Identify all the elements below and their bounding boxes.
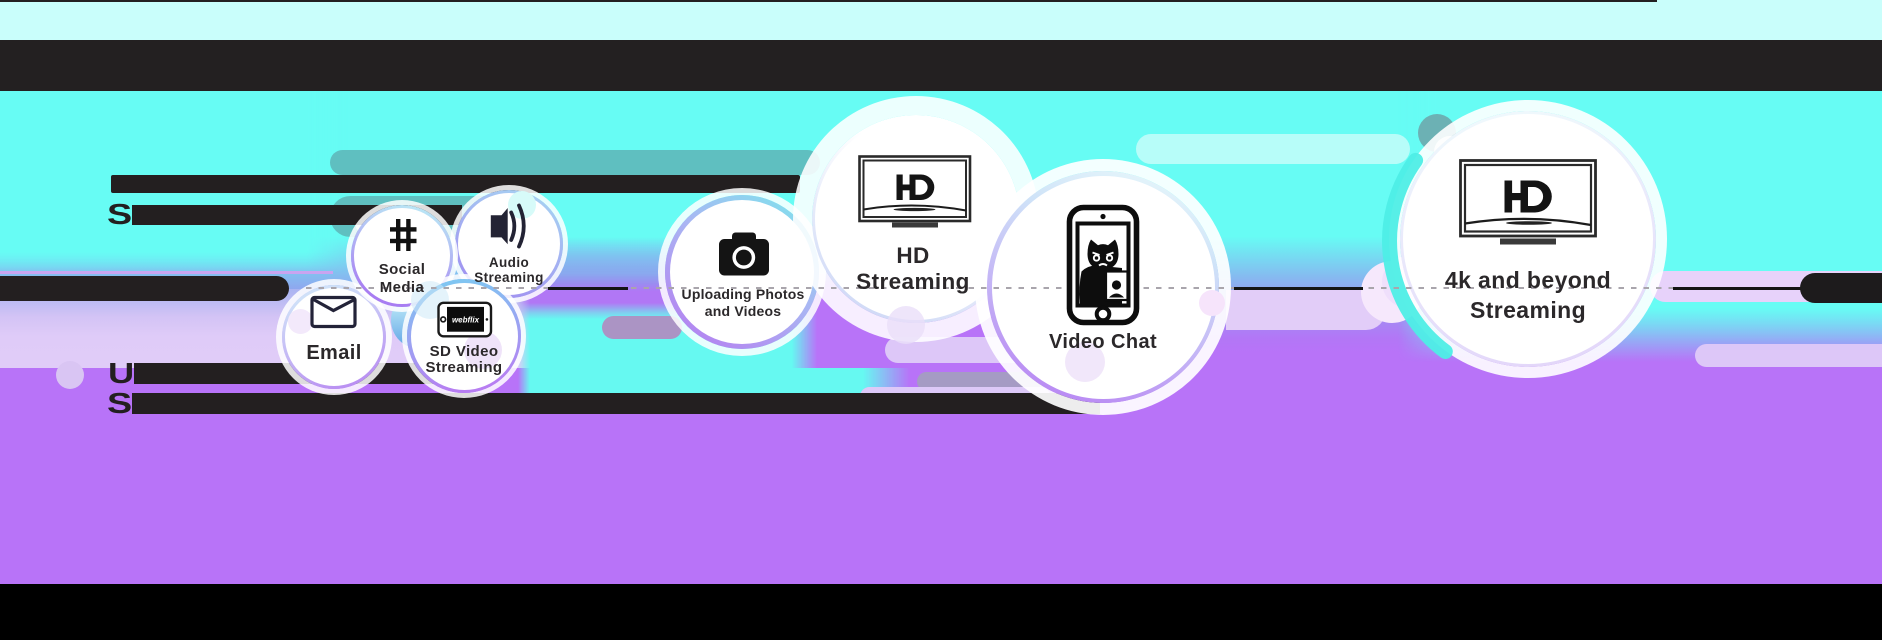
svg-text:webflix: webflix xyxy=(452,315,480,324)
